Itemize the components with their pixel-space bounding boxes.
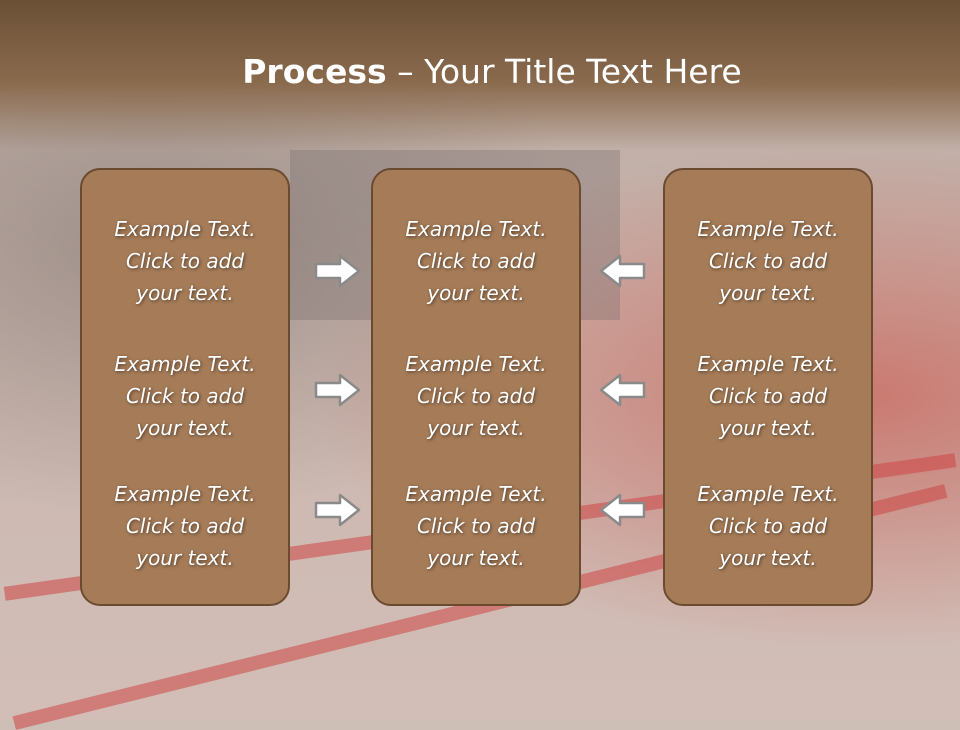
- text-line: your text.: [719, 281, 817, 305]
- arrow-left-icon: [599, 254, 646, 288]
- text-line: your text.: [136, 546, 234, 570]
- title-bar: [0, 0, 960, 150]
- text-block[interactable]: Example Text. Click to add your text.: [82, 478, 288, 574]
- text-line: Click to add: [708, 249, 828, 273]
- text-line: Click to add: [708, 384, 828, 408]
- text-block[interactable]: Example Text. Click to add your text.: [373, 213, 579, 309]
- process-box-center[interactable]: Example Text. Click to add your text. Ex…: [371, 168, 581, 606]
- text-line: Click to add: [125, 514, 245, 538]
- text-line: Example Text.: [697, 482, 839, 506]
- text-line: your text.: [136, 416, 234, 440]
- text-line: Example Text.: [697, 352, 839, 376]
- text-line: Click to add: [416, 384, 536, 408]
- text-block[interactable]: Example Text. Click to add your text.: [373, 478, 579, 574]
- title-rest: – Your Title Text Here: [386, 52, 742, 91]
- text-line: your text.: [427, 546, 525, 570]
- text-block[interactable]: Example Text. Click to add your text.: [665, 213, 871, 309]
- text-block[interactable]: Example Text. Click to add your text.: [665, 348, 871, 444]
- arrow-right-icon: [314, 373, 361, 407]
- title-bold: Process: [242, 52, 387, 91]
- text-line: your text.: [427, 281, 525, 305]
- arrow-right-icon: [314, 254, 361, 288]
- arrow-left-icon: [599, 493, 646, 527]
- text-line: Example Text.: [697, 217, 839, 241]
- text-line: Example Text.: [405, 217, 547, 241]
- text-block[interactable]: Example Text. Click to add your text.: [665, 478, 871, 574]
- text-line: Example Text.: [405, 352, 547, 376]
- process-box-left[interactable]: Example Text. Click to add your text. Ex…: [80, 168, 290, 606]
- text-line: your text.: [719, 416, 817, 440]
- text-line: Click to add: [125, 249, 245, 273]
- text-line: Click to add: [416, 249, 536, 273]
- text-line: Click to add: [708, 514, 828, 538]
- text-line: Example Text.: [114, 482, 256, 506]
- slide-title[interactable]: Process – Your Title Text Here: [0, 52, 960, 91]
- arrow-right-icon: [314, 493, 361, 527]
- text-line: your text.: [427, 416, 525, 440]
- text-line: Example Text.: [405, 482, 547, 506]
- text-line: Click to add: [416, 514, 536, 538]
- text-line: your text.: [136, 281, 234, 305]
- text-line: Example Text.: [114, 352, 256, 376]
- text-block[interactable]: Example Text. Click to add your text.: [373, 348, 579, 444]
- text-line: Example Text.: [114, 217, 256, 241]
- text-block[interactable]: Example Text. Click to add your text.: [82, 213, 288, 309]
- process-box-right[interactable]: Example Text. Click to add your text. Ex…: [663, 168, 873, 606]
- text-line: Click to add: [125, 384, 245, 408]
- text-block[interactable]: Example Text. Click to add your text.: [82, 348, 288, 444]
- text-line: your text.: [719, 546, 817, 570]
- arrow-left-icon: [599, 373, 646, 407]
